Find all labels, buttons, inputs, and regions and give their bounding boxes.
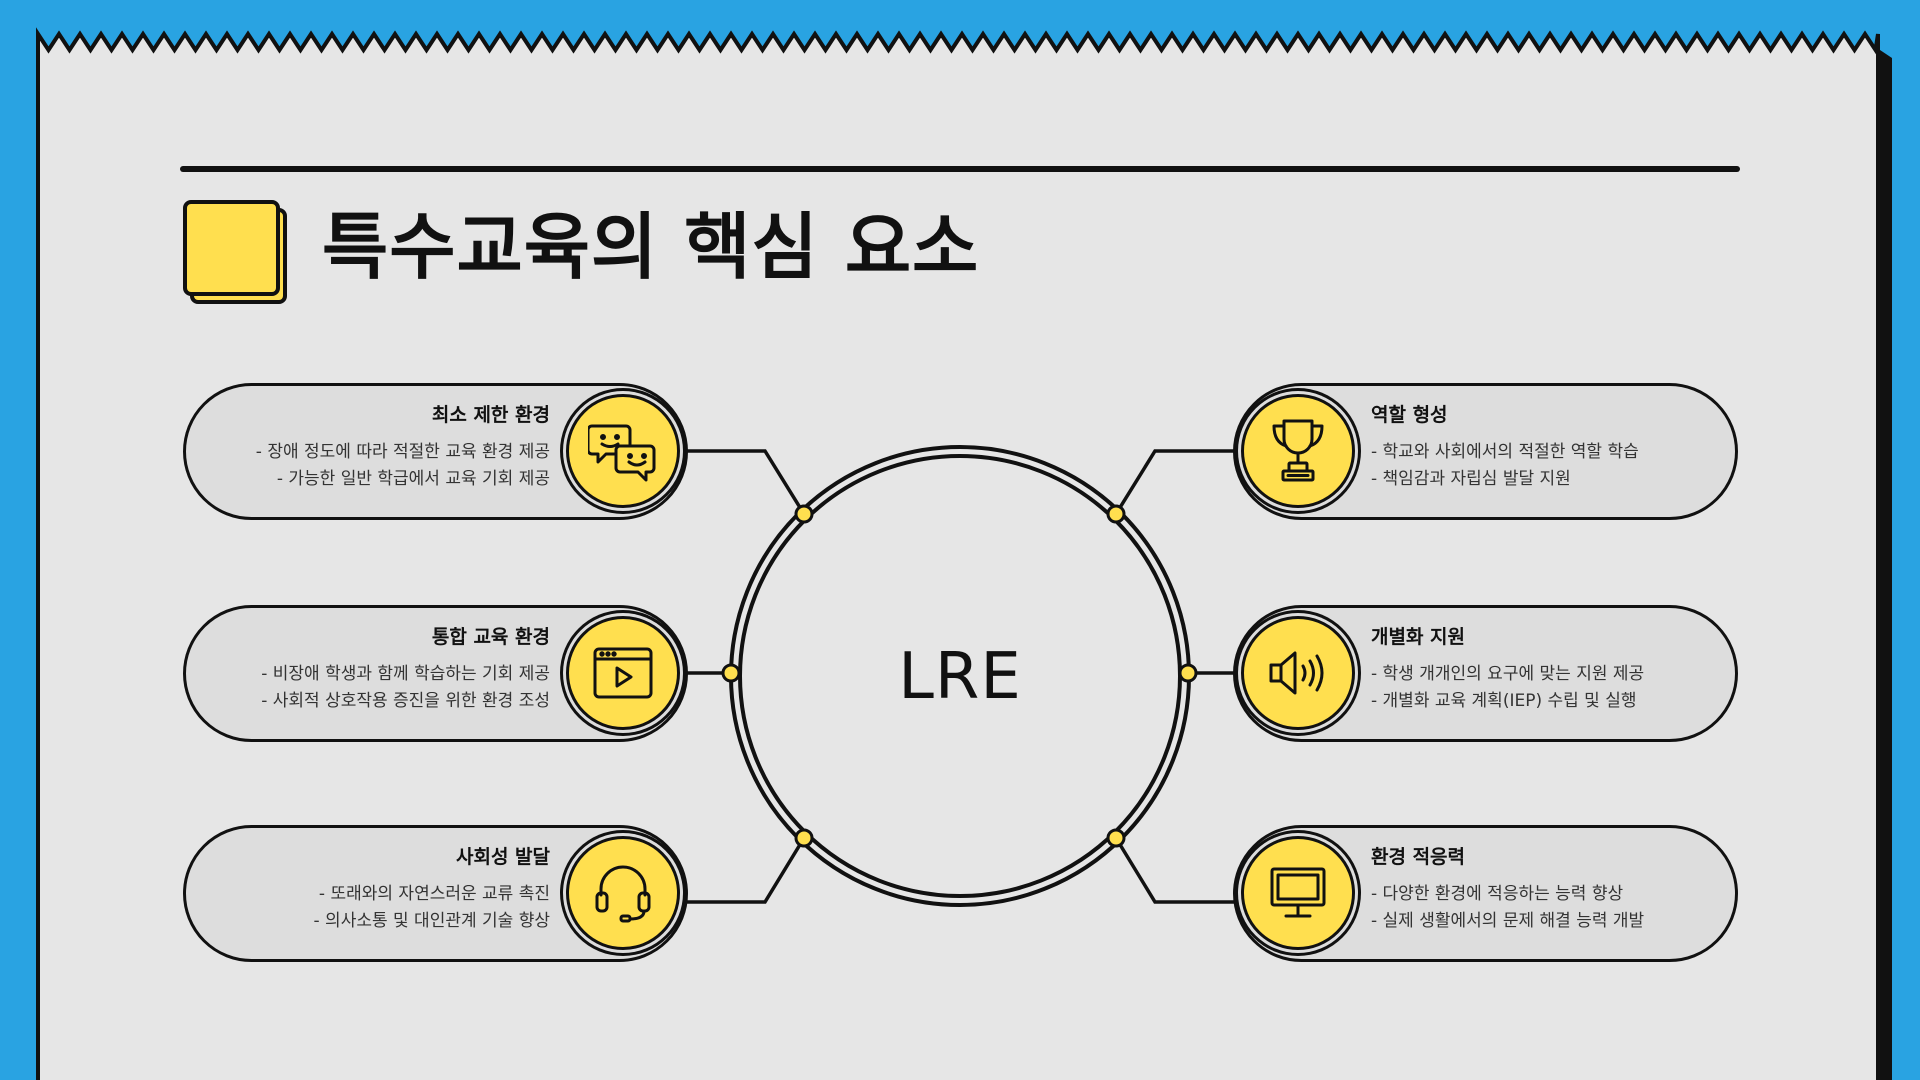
connector-bottom-right <box>1114 837 1236 904</box>
node-line: - 학생 개개인의 요구에 맞는 지원 제공 <box>1371 664 1645 684</box>
connector-top-right <box>1114 449 1236 515</box>
node-line: - 개별화 교육 계획(IEP) 수립 및 실행 <box>1371 691 1637 711</box>
speech-bubbles-icon <box>566 394 680 508</box>
page-title: 특수교육의 핵심 요소 <box>322 205 980 289</box>
node-line: - 비장애 학생과 함께 학습하는 기회 제공 <box>261 664 550 684</box>
connector-dot <box>794 504 814 524</box>
node-line: - 다양한 환경에 적응하는 능력 향상 <box>1371 884 1624 904</box>
node-heading: 통합 교육 환경 <box>431 626 550 648</box>
node-environment-adaptation: 환경 적응력 - 다양한 환경에 적응하는 능력 향상 - 실제 생활에서의 문… <box>1233 825 1738 962</box>
connector-top-left <box>685 449 806 515</box>
speaker-icon <box>1241 616 1355 730</box>
node-inclusive-education: 통합 교육 환경 - 비장애 학생과 함께 학습하는 기회 제공 - 사회적 상… <box>183 605 688 742</box>
headset-icon <box>566 836 680 950</box>
node-least-restrictive-environment: 최소 제한 환경 - 장애 정도에 따라 적절한 교육 환경 제공 - 가능한 … <box>183 383 688 520</box>
node-line: - 가능한 일반 학급에서 교육 기회 제공 <box>276 469 550 489</box>
node-heading: 개별화 지원 <box>1371 626 1466 648</box>
node-line: - 의사소통 및 대인관계 기술 향상 <box>313 911 550 931</box>
connector-dot <box>721 663 741 683</box>
video-player-icon <box>566 616 680 730</box>
connector-bottom-left <box>685 837 806 904</box>
node-heading: 환경 적응력 <box>1371 846 1466 868</box>
node-heading: 사회성 발달 <box>455 846 550 868</box>
trophy-icon <box>1241 394 1355 508</box>
node-line: - 장애 정도에 따라 적절한 교육 환경 제공 <box>255 442 550 462</box>
connector-dot <box>1106 828 1126 848</box>
title-marker-front <box>183 200 280 296</box>
node-heading: 역할 형성 <box>1371 404 1448 426</box>
connector-dot <box>1178 663 1198 683</box>
center-label: LRE <box>898 640 1022 714</box>
node-individualized-support: 개별화 지원 - 학생 개개인의 요구에 맞는 지원 제공 - 개별화 교육 계… <box>1233 605 1738 742</box>
connector-dot <box>1106 504 1126 524</box>
connector-dot <box>794 828 814 848</box>
connector-lines <box>685 449 1236 904</box>
node-line: - 책임감과 자립심 발달 지원 <box>1371 469 1571 489</box>
node-social-development: 사회성 발달 - 또래와의 자연스러운 교류 촉진 - 의사소통 및 대인관계 … <box>183 825 688 962</box>
node-heading: 최소 제한 환경 <box>431 404 550 426</box>
node-line: - 실제 생활에서의 문제 해결 능력 개발 <box>1371 911 1645 931</box>
node-line: - 또래와의 자연스러운 교류 촉진 <box>318 884 550 904</box>
node-line: - 학교와 사회에서의 적절한 역할 학습 <box>1371 442 1639 462</box>
node-role-formation: 역할 형성 - 학교와 사회에서의 적절한 역할 학습 - 책임감과 자립심 발… <box>1233 383 1738 520</box>
node-line: - 사회적 상호작용 증진을 위한 환경 조성 <box>261 691 550 711</box>
monitor-icon <box>1241 836 1355 950</box>
